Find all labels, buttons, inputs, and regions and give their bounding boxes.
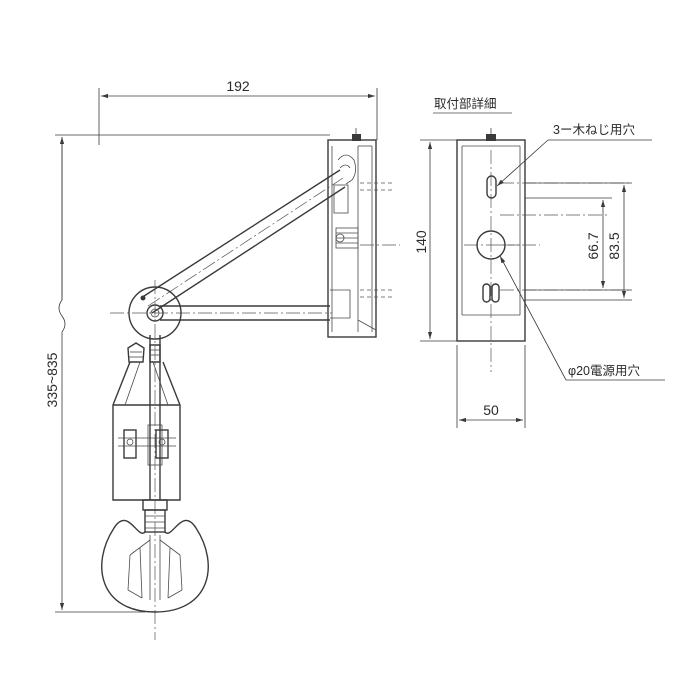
shade-frame bbox=[112, 342, 181, 533]
pivot-joint bbox=[128, 280, 182, 640]
wall-plate-side bbox=[327, 128, 400, 338]
hole-pitch-inner-dimension: 66.7 bbox=[585, 200, 606, 288]
mounting-detail-title: 取付部詳細 bbox=[433, 96, 512, 114]
light-bulb bbox=[101, 519, 209, 613]
wood-screw-leader: 3ー木ねじ用穴 bbox=[496, 122, 652, 187]
overall-height-label: 335~835 bbox=[44, 352, 60, 407]
overall-width-dimension: 192 bbox=[98, 78, 378, 145]
hole-pitch-inner-label: 66.7 bbox=[585, 232, 601, 259]
plate-front-view bbox=[456, 128, 632, 372]
plate-width-dimension: 50 bbox=[456, 345, 526, 428]
hole-pitch-outer-label: 83.5 bbox=[606, 232, 622, 259]
plate-height-dimension: 140 bbox=[413, 139, 457, 342]
power-hole-label: φ20電源用穴 bbox=[568, 363, 641, 378]
plate-width-label: 50 bbox=[483, 402, 499, 418]
power-hole-leader: φ20電源用穴 bbox=[499, 255, 665, 381]
overall-height-dimension: 335~835 bbox=[44, 134, 330, 613]
mounting-detail-label: 取付部詳細 bbox=[434, 96, 497, 111]
upper-diagonal-arm bbox=[140, 169, 346, 314]
plate-height-label: 140 bbox=[413, 230, 429, 254]
wood-screw-label: 3ー木ねじ用穴 bbox=[553, 122, 635, 137]
horizontal-arm bbox=[110, 305, 332, 321]
overall-width-label: 192 bbox=[226, 78, 250, 94]
hole-pitch-outer-dimension: 83.5 bbox=[606, 185, 627, 298]
